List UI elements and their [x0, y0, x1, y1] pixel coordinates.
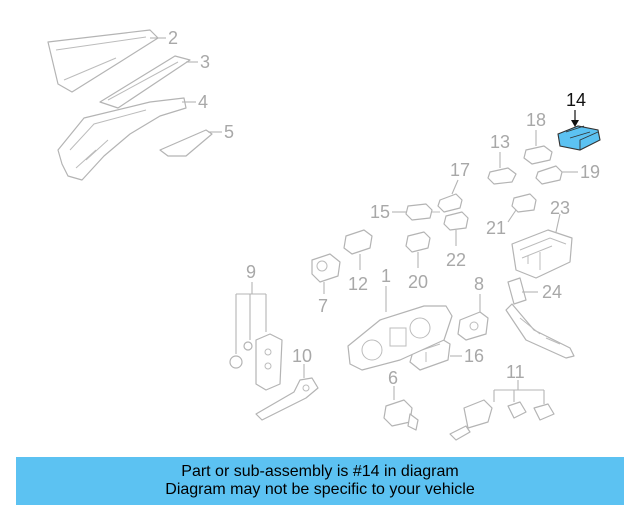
callout-6: 6 — [388, 368, 398, 400]
callout-4: 4 — [182, 92, 208, 112]
callout-12: 12 — [348, 254, 368, 294]
part-19-switch — [535, 165, 563, 185]
callout-12-label: 12 — [348, 274, 368, 294]
callout-7-label: 7 — [318, 296, 328, 316]
callout-11: 11 — [506, 362, 525, 390]
callout-20-label: 20 — [408, 272, 428, 292]
callout-19-label: 19 — [580, 162, 600, 182]
callout-15-label: 15 — [370, 202, 390, 222]
part-9-key-fob — [229, 293, 283, 391]
callout-8: 8 — [474, 274, 484, 312]
part-20-switch — [405, 231, 431, 253]
callout-22-label: 22 — [446, 250, 466, 270]
callout-5: 5 — [208, 122, 234, 142]
parts-diagram: 2 3 4 5 14 18 — [47, 28, 601, 441]
banner-line-1: Part or sub-assembly is #14 in diagram — [181, 463, 459, 480]
callout-13: 13 — [490, 132, 510, 168]
banner-line-2: Diagram may not be specific to your vehi… — [165, 481, 475, 498]
callout-8-label: 8 — [474, 274, 484, 294]
callout-20: 20 — [408, 252, 428, 292]
callout-14: 14 — [566, 90, 586, 127]
part-8-switch — [457, 311, 489, 341]
part-2-dash-panel — [47, 29, 159, 93]
callout-18-label: 18 — [526, 110, 546, 130]
part-18-switch — [523, 145, 553, 165]
callout-2: 2 — [150, 28, 178, 48]
info-banner: Part or sub-assembly is #14 in diagram D… — [16, 457, 624, 505]
callout-2-label: 2 — [168, 28, 178, 48]
part-15-sensor — [405, 203, 440, 221]
part-1-instrument-cluster — [347, 305, 453, 371]
callout-10-label: 10 — [292, 346, 312, 366]
callout-9-label: 9 — [246, 262, 256, 282]
callout-1: 1 — [381, 266, 391, 312]
callout-11-label: 11 — [506, 362, 525, 382]
callout-9: 9 — [246, 262, 256, 294]
part-12-switch — [343, 229, 373, 255]
part-17-switch — [437, 193, 463, 213]
part-4-dash-frame — [57, 97, 187, 181]
callout-24: 24 — [522, 282, 562, 302]
callout-10: 10 — [292, 346, 312, 378]
callout-22: 22 — [446, 230, 466, 270]
callout-23-label: 23 — [550, 198, 570, 218]
callout-16: 16 — [450, 346, 484, 366]
callout-17-label: 17 — [450, 160, 470, 180]
callout-19: 19 — [562, 162, 600, 182]
part-10-key-blade — [255, 377, 319, 421]
callout-4-label: 4 — [198, 92, 208, 112]
callout-3: 3 — [186, 52, 210, 72]
part-21-switch — [511, 193, 537, 213]
callout-21-label: 21 — [486, 218, 506, 238]
part-22-switch — [443, 211, 469, 231]
callout-16-label: 16 — [464, 346, 484, 366]
part-6-sensor — [383, 399, 419, 431]
part-3-trim-strip — [99, 55, 191, 109]
callout-17: 17 — [450, 160, 470, 195]
part-11-switch-set — [449, 389, 555, 441]
callout-18: 18 — [526, 110, 546, 146]
callout-1-label: 1 — [381, 266, 391, 286]
callout-24-label: 24 — [542, 282, 562, 302]
callout-6-label: 6 — [388, 368, 398, 388]
part-24-harness — [505, 277, 575, 359]
callout-21: 21 — [486, 209, 517, 238]
part-5-bracket — [159, 129, 213, 157]
callout-13-label: 13 — [490, 132, 510, 152]
callout-23: 23 — [550, 198, 570, 233]
callout-7: 7 — [318, 282, 328, 316]
callout-14-label: 14 — [566, 90, 586, 110]
part-23-climate-control — [511, 229, 573, 279]
part-13-switch — [487, 167, 517, 185]
callout-15: 15 — [370, 202, 406, 222]
part-14-switch — [557, 125, 601, 151]
part-7-ignition-lock — [311, 253, 341, 283]
callout-3-label: 3 — [200, 52, 210, 72]
callout-5-label: 5 — [224, 122, 234, 142]
